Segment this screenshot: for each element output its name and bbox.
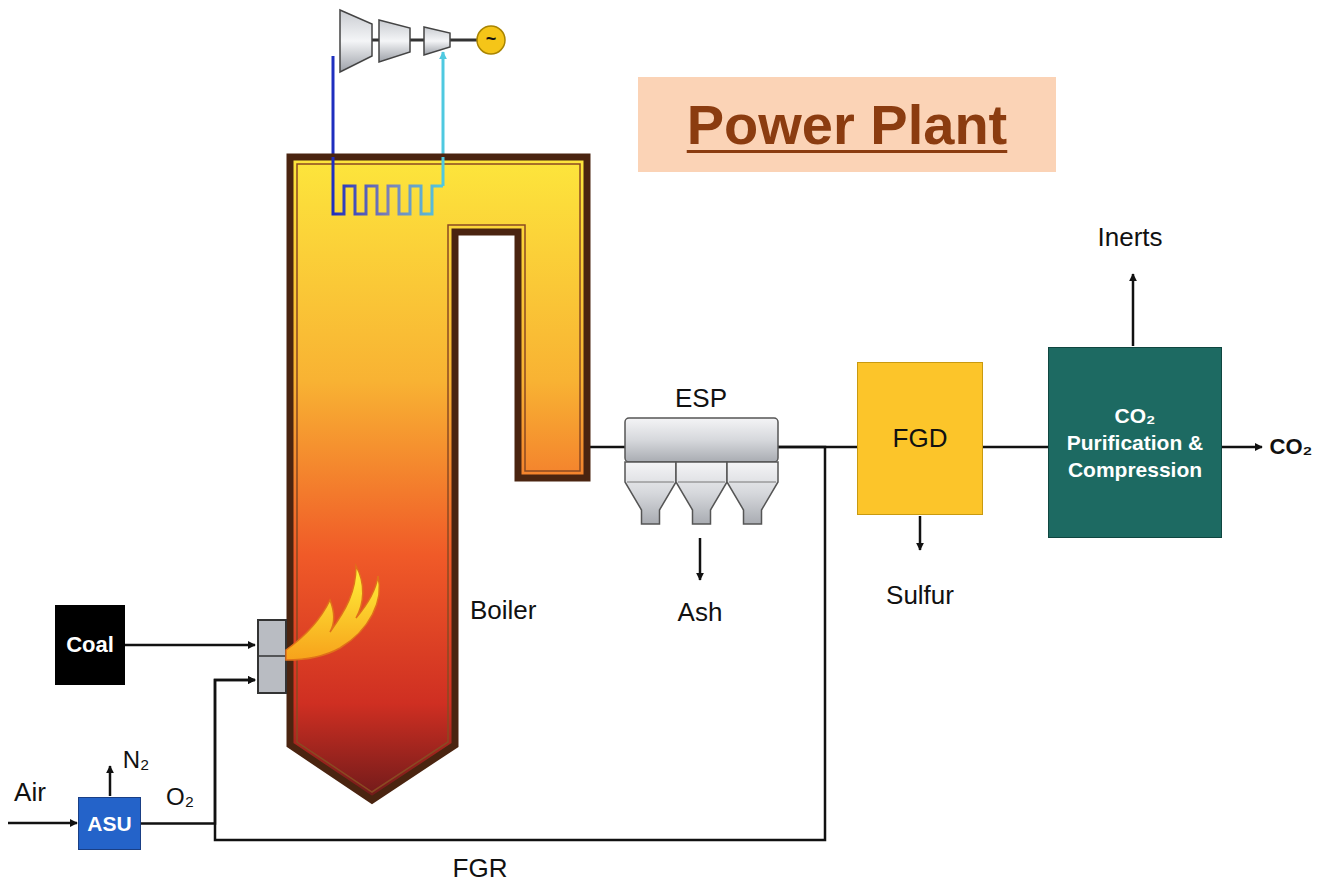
burner xyxy=(258,620,286,693)
svg-g xyxy=(258,157,587,800)
hopper-seam xyxy=(627,482,674,483)
node-label: ASU xyxy=(81,808,137,840)
stream-label: Ash xyxy=(678,597,723,628)
heat-exchanger-coil xyxy=(333,186,443,214)
flow-line xyxy=(141,680,255,824)
flow-line xyxy=(587,446,625,449)
fgd-box: FGD xyxy=(857,362,983,515)
generator xyxy=(477,26,505,54)
co2-arrow xyxy=(1219,446,1262,449)
stream-label: N₂ xyxy=(123,746,150,774)
node-label: Coal xyxy=(60,628,120,662)
steam-line xyxy=(332,56,335,162)
co2-box: CO₂ Purification & Compression xyxy=(1048,347,1222,538)
boiler-wall xyxy=(290,157,587,800)
nitrogen-arrow xyxy=(109,766,112,796)
node-label: ESP xyxy=(675,383,727,414)
node-outline xyxy=(255,150,590,805)
svg-g xyxy=(625,418,778,524)
stream-label: O₂ xyxy=(166,783,194,811)
turbine-stage xyxy=(424,27,450,55)
precipitator-body xyxy=(625,418,778,462)
edge-label: FGR xyxy=(450,853,511,884)
stream-label: Air xyxy=(14,777,46,808)
hopper xyxy=(625,462,676,524)
flame xyxy=(286,566,379,660)
esp-unit: ESP xyxy=(625,380,778,540)
generator-symbol: ~ xyxy=(486,29,497,50)
title-box: Power Plant xyxy=(638,77,1056,172)
asu-box: ASU xyxy=(78,797,141,850)
stream-label: CO₂ xyxy=(1270,434,1313,460)
steam-line xyxy=(442,52,445,162)
burner xyxy=(258,655,286,657)
boiler-wall-inner xyxy=(297,164,580,792)
turbine-stage xyxy=(340,10,372,72)
node-label: FGD xyxy=(887,419,954,458)
flow-line xyxy=(125,644,255,647)
node-label: CO₂ Purification & Compression xyxy=(1049,398,1221,488)
inerts-arrow xyxy=(1132,274,1135,346)
flow-line xyxy=(983,446,1048,449)
hopper-seam xyxy=(678,482,725,483)
ash-arrow xyxy=(699,538,702,580)
shaft xyxy=(360,39,478,42)
sulfur-arrow xyxy=(919,516,922,550)
boiler: Boiler xyxy=(255,150,590,805)
title-text: Power Plant xyxy=(687,92,1008,157)
hopper xyxy=(676,462,727,524)
steam-line xyxy=(442,157,445,186)
steam-line xyxy=(332,157,335,186)
stream-label: Sulfur xyxy=(886,580,954,611)
turbine xyxy=(340,10,505,72)
turbine-stage xyxy=(379,20,410,62)
air-arrow xyxy=(8,822,77,825)
node-label: Boiler xyxy=(470,595,536,626)
coal-box: Coal xyxy=(55,605,125,685)
hopper xyxy=(727,462,778,524)
stream-label: Inerts xyxy=(1097,222,1162,253)
hopper-seam xyxy=(729,482,776,483)
